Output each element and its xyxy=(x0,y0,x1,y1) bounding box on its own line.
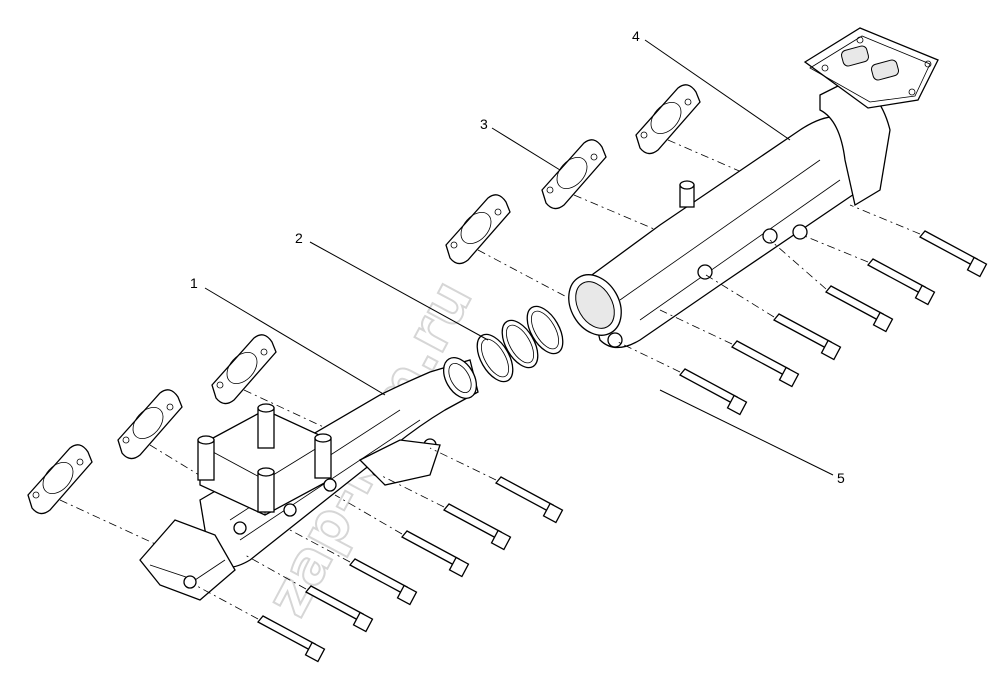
bolt-8 xyxy=(730,340,800,388)
callout-1: 1 xyxy=(190,275,198,291)
callout-3: 3 xyxy=(480,116,488,132)
gasket-4 xyxy=(445,194,511,265)
manifold-rear-section xyxy=(568,27,939,349)
gasket-6 xyxy=(635,84,701,155)
callout-5: 5 xyxy=(837,470,845,486)
gasket-3 xyxy=(211,334,277,405)
assembly-lines-bolts xyxy=(194,204,921,620)
manifold-front-section xyxy=(139,357,479,601)
bolt-2 xyxy=(304,585,374,633)
bolt-1 xyxy=(256,615,326,663)
bolt-4 xyxy=(400,530,470,578)
bolt-6 xyxy=(494,476,564,524)
gasket-1 xyxy=(27,444,93,515)
bolt-5 xyxy=(442,503,512,551)
gasket-2 xyxy=(117,389,183,460)
callout-4: 4 xyxy=(632,28,640,44)
bolt-3 xyxy=(348,558,418,606)
bolt-9 xyxy=(772,313,842,361)
bolt-11 xyxy=(866,258,936,306)
bolt-7 xyxy=(678,368,748,416)
leader-lines xyxy=(204,39,834,476)
bolts xyxy=(256,230,988,663)
bolt-12 xyxy=(918,230,988,278)
sealing-rings xyxy=(476,305,564,383)
bolt-10 xyxy=(824,285,894,333)
gasket-5 xyxy=(541,139,607,210)
callout-2: 2 xyxy=(295,230,303,246)
